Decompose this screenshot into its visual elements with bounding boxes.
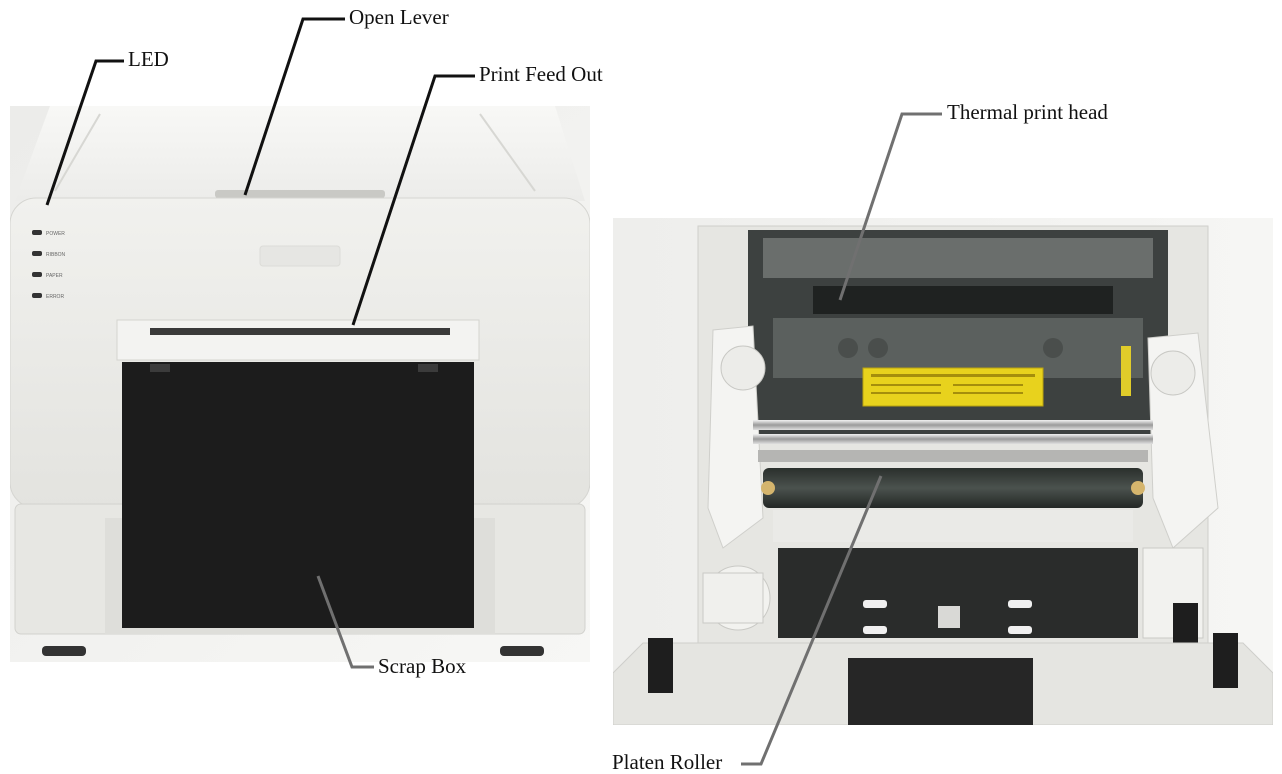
print-feed-slot [150, 328, 450, 335]
callout-platen-roller: Platen Roller [612, 750, 723, 774]
led-label: ERROR [46, 294, 64, 300]
callout-led: LED [128, 47, 169, 71]
scrap-box-door [122, 362, 474, 628]
led-power: POWER [32, 230, 65, 237]
callout-print-feed-out: Print Feed Out [479, 62, 603, 86]
platen-roller-callout-line [741, 475, 883, 766]
led-label: RIBBON [46, 252, 66, 258]
open-lever-callout-line [243, 17, 345, 196]
open-lever-shape [215, 190, 385, 198]
platen-roller-shape [763, 468, 1143, 508]
print-feed-out-callout-line [351, 74, 475, 326]
thermal-print-head-callout-line [838, 112, 942, 301]
callout-thermal-print-head: Thermal print head [947, 100, 1108, 124]
led-paper: PAPER [32, 272, 63, 279]
led-label: POWER [46, 231, 65, 237]
printer-interior-photo [613, 218, 1273, 725]
led-error: ERROR [32, 293, 64, 300]
led-callout-line [45, 59, 124, 206]
printer-front-photo: POWER RIBBON PAPER ERROR [10, 106, 590, 662]
scrap-box-callout-line [316, 575, 374, 669]
led-indicators: POWER RIBBON PAPER ERROR [32, 230, 66, 300]
led-ribbon: RIBBON [32, 251, 66, 258]
thermal-print-head-shape [813, 286, 1113, 314]
led-label: PAPER [46, 273, 63, 279]
callout-scrap-box: Scrap Box [378, 654, 467, 678]
callout-open-lever: Open Lever [349, 5, 449, 29]
